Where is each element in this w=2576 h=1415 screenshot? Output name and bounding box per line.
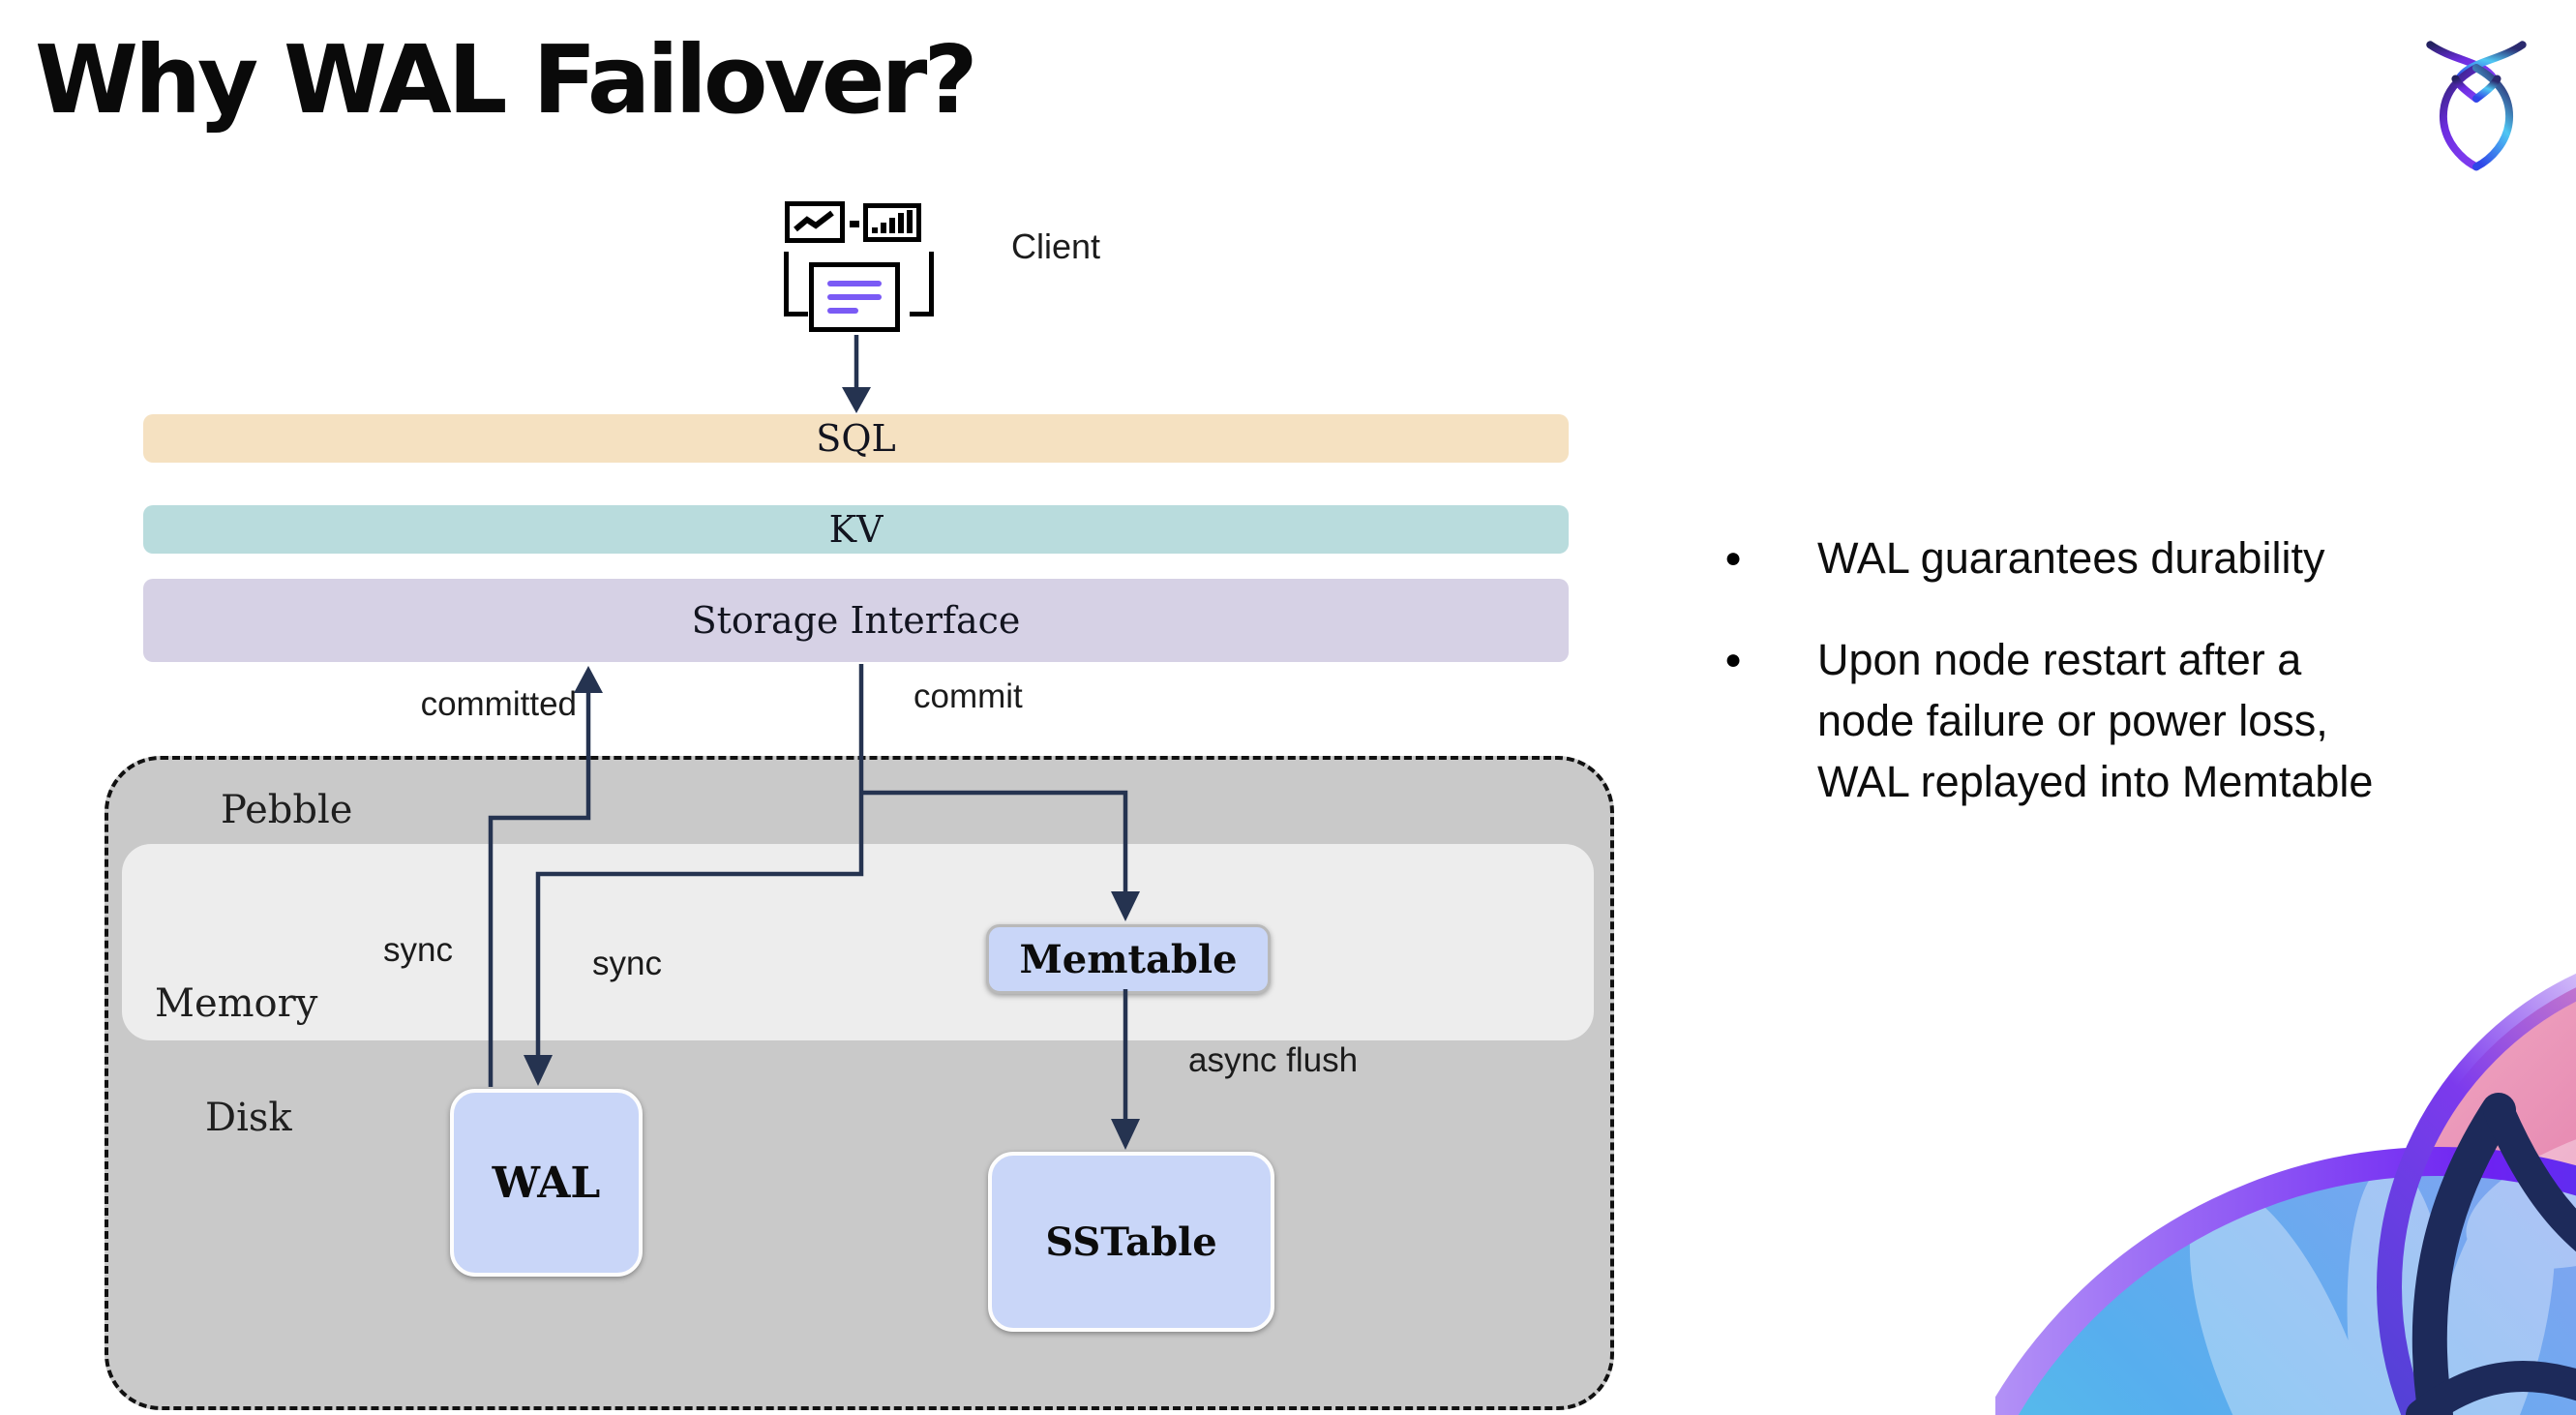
layer-kv-label: KV [828, 508, 884, 551]
doc-line [827, 281, 882, 286]
line-chart-icon [785, 201, 845, 243]
layer-sql-label: SQL [816, 417, 896, 460]
layer-kv: KV [143, 505, 1569, 554]
bullet-text: WAL guarantees durability [1817, 533, 2325, 583]
document-icon [809, 262, 900, 332]
client-label: Client [1011, 226, 1101, 266]
sstable-node: SSTable [988, 1152, 1274, 1332]
bullet-dot: ● [1724, 542, 1743, 574]
disk-label: Disk [205, 1096, 292, 1140]
pebble-label: Pebble [221, 788, 353, 832]
icon-connector-dash [850, 221, 859, 227]
bracket-left [784, 252, 808, 316]
bar-chart-icon [863, 203, 921, 242]
client-apps-icon [774, 194, 939, 339]
memtable-node: Memtable [986, 924, 1271, 994]
edge-label-async-flush: async flush [1188, 1041, 1359, 1079]
sstable-label: SSTable [1045, 1219, 1217, 1265]
layer-storage-label: Storage Interface [691, 599, 1021, 642]
bullet-list: ● WAL guarantees durability ● Upon node … [1703, 527, 2535, 853]
memtable-label: Memtable [1019, 936, 1238, 982]
page-title: Why WAL Failover? [35, 25, 978, 135]
layer-sql: SQL [143, 414, 1569, 463]
edge-label-sync-left: sync [383, 931, 453, 969]
list-item: ● WAL guarantees durability [1703, 527, 2535, 588]
decor-blue-ring [1995, 1147, 2576, 1415]
edge-label-sync-right: sync [592, 945, 662, 982]
wal-label: WAL [492, 1158, 601, 1208]
decor-dark-arcs [2406, 1093, 2576, 1415]
arrow-client-to-sql [842, 335, 871, 413]
decor-pink-ring [2377, 973, 2576, 1415]
layer-storage-interface: Storage Interface [143, 579, 1569, 662]
brand-decoration-image [1995, 973, 2576, 1415]
memory-label: Memory [155, 981, 318, 1026]
cockroachdb-logo-icon [2426, 41, 2527, 171]
wal-node: WAL [450, 1089, 643, 1277]
bracket-right [910, 252, 934, 316]
edge-label-commit: commit [914, 677, 1023, 715]
list-item: ● Upon node restart after a node failure… [1703, 629, 2535, 812]
bullet-text: Upon node restart after a node failure o… [1817, 635, 2374, 806]
bullet-dot: ● [1724, 644, 1743, 676]
edge-label-committed: committed [420, 685, 577, 723]
memory-band [122, 844, 1594, 1040]
doc-line [827, 308, 858, 314]
doc-line [827, 294, 882, 300]
